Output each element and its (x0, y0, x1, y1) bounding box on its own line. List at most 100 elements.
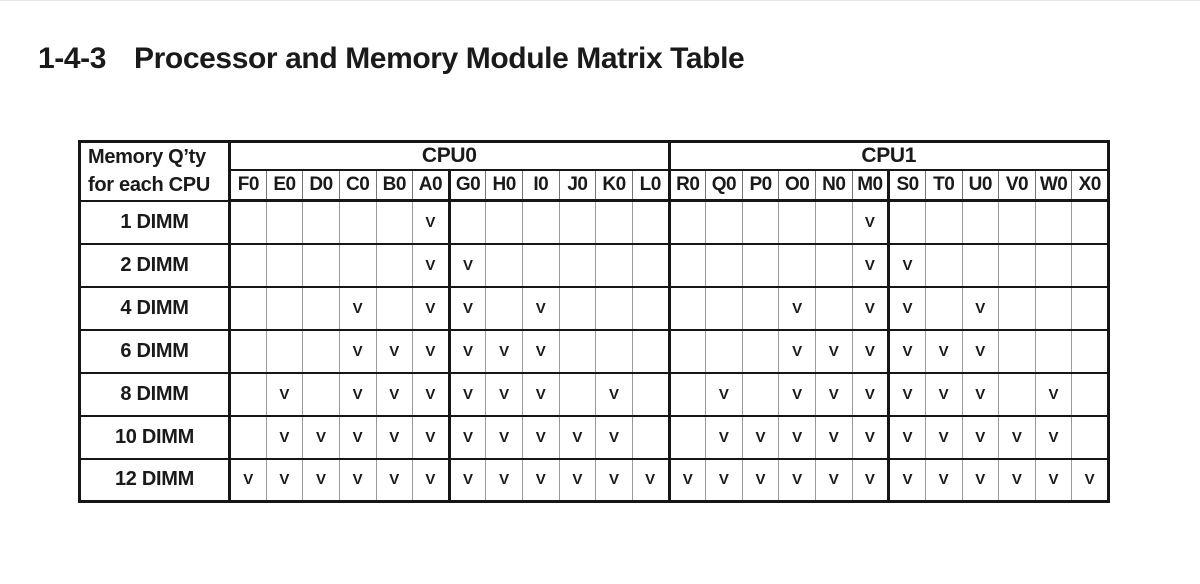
matrix-cell-4-dimm-J0 (558, 285, 597, 331)
matrix-cell-2-dimm-J0 (558, 242, 597, 288)
matrix-cell-1-dimm-U0 (961, 199, 1000, 245)
matrix-cell-10-dimm-G0: V (448, 414, 487, 460)
matrix-cell-10-dimm-Q0: V (705, 414, 743, 460)
matrix-cell-6-dimm-J0 (558, 328, 597, 374)
matrix-cell-8-dimm-M0: V (851, 371, 891, 417)
matrix-cell-4-dimm-Q0 (705, 285, 743, 331)
slot-header-E0: E0 (265, 169, 304, 202)
cpu-group-header-cpu1: CPU1 (669, 141, 1109, 171)
row-label-2-dimm: 2 DIMM (79, 242, 231, 288)
matrix-cell-4-dimm-P0 (741, 285, 780, 331)
matrix-cell-8-dimm-V0 (998, 371, 1036, 417)
matrix-cell-4-dimm-B0 (375, 285, 414, 331)
matrix-cell-6-dimm-R0 (668, 328, 707, 374)
slot-header-O0: O0 (778, 169, 816, 202)
matrix-cell-1-dimm-L0 (631, 199, 671, 245)
matrix-cell-10-dimm-I0: V (522, 414, 560, 460)
matrix-cell-2-dimm-U0 (961, 242, 1000, 288)
matrix-cell-1-dimm-V0 (998, 199, 1036, 245)
matrix-cell-2-dimm-V0 (998, 242, 1036, 288)
matrix-cell-2-dimm-C0 (338, 242, 377, 288)
matrix-cell-1-dimm-F0 (229, 199, 267, 245)
matrix-cell-6-dimm-B0: V (375, 328, 414, 374)
matrix-cell-1-dimm-W0 (1034, 199, 1073, 245)
matrix-cell-1-dimm-Q0 (705, 199, 743, 245)
matrix-cell-10-dimm-J0: V (558, 414, 597, 460)
matrix-cell-2-dimm-H0 (485, 242, 523, 288)
matrix-cell-6-dimm-A0: V (412, 328, 451, 374)
matrix-cell-12-dimm-M0: V (851, 457, 891, 503)
matrix-cell-4-dimm-T0 (924, 285, 963, 331)
row-label-6-dimm: 6 DIMM (79, 328, 231, 374)
matrix-cell-8-dimm-H0: V (485, 371, 523, 417)
matrix-cell-1-dimm-J0 (558, 199, 597, 245)
matrix-cell-6-dimm-I0: V (522, 328, 560, 374)
matrix-cell-4-dimm-V0 (998, 285, 1036, 331)
matrix-cell-10-dimm-C0: V (338, 414, 377, 460)
matrix-cell-1-dimm-P0 (741, 199, 780, 245)
matrix-cell-2-dimm-E0 (265, 242, 304, 288)
row-label-10-dimm: 10 DIMM (79, 414, 231, 460)
slot-header-H0: H0 (485, 169, 523, 202)
slot-header-G0: G0 (448, 169, 487, 202)
matrix-cell-2-dimm-W0 (1034, 242, 1073, 288)
matrix-cell-6-dimm-W0 (1034, 328, 1073, 374)
matrix-cell-1-dimm-C0 (338, 199, 377, 245)
matrix-cell-2-dimm-I0 (522, 242, 560, 288)
matrix-cell-8-dimm-S0: V (888, 371, 926, 417)
slot-header-R0: R0 (668, 169, 707, 202)
matrix-cell-10-dimm-N0: V (815, 414, 853, 460)
matrix-cell-6-dimm-H0: V (485, 328, 523, 374)
matrix-cell-8-dimm-E0: V (265, 371, 304, 417)
matrix-cell-10-dimm-W0: V (1034, 414, 1073, 460)
matrix-cell-2-dimm-T0 (924, 242, 963, 288)
slot-header-C0: C0 (338, 169, 377, 202)
matrix-cell-1-dimm-D0 (302, 199, 340, 245)
matrix-cell-10-dimm-T0: V (924, 414, 963, 460)
matrix-cell-4-dimm-G0: V (448, 285, 487, 331)
matrix-cell-6-dimm-D0 (302, 328, 340, 374)
slot-header-K0: K0 (595, 169, 633, 202)
matrix-cell-6-dimm-L0 (631, 328, 671, 374)
matrix-cell-2-dimm-G0: V (448, 242, 487, 288)
matrix-cell-10-dimm-X0 (1071, 414, 1109, 460)
matrix-cell-6-dimm-M0: V (851, 328, 891, 374)
matrix-cell-8-dimm-F0 (229, 371, 267, 417)
slot-header-J0: J0 (558, 169, 597, 202)
matrix-cell-8-dimm-N0: V (815, 371, 853, 417)
matrix-cell-8-dimm-C0: V (338, 371, 377, 417)
matrix-cell-4-dimm-O0: V (778, 285, 816, 331)
matrix-cell-10-dimm-S0: V (888, 414, 926, 460)
matrix-cell-2-dimm-Q0 (705, 242, 743, 288)
matrix-cell-1-dimm-H0 (485, 199, 523, 245)
matrix-cell-8-dimm-X0 (1071, 371, 1109, 417)
slot-header-Q0: Q0 (705, 169, 743, 202)
matrix-cell-6-dimm-G0: V (448, 328, 487, 374)
matrix-cell-4-dimm-K0 (595, 285, 633, 331)
matrix-cell-12-dimm-E0: V (265, 457, 304, 503)
matrix-cell-1-dimm-E0 (265, 199, 304, 245)
matrix-cell-8-dimm-U0: V (961, 371, 1000, 417)
slot-header-W0: W0 (1034, 169, 1073, 202)
matrix-cell-4-dimm-D0 (302, 285, 340, 331)
matrix-cell-4-dimm-S0: V (888, 285, 926, 331)
matrix-cell-10-dimm-O0: V (778, 414, 816, 460)
matrix-cell-12-dimm-P0: V (741, 457, 780, 503)
slot-header-B0: B0 (375, 169, 414, 202)
matrix-cell-1-dimm-M0: V (851, 199, 891, 245)
matrix-cell-10-dimm-P0: V (741, 414, 780, 460)
matrix-cell-12-dimm-B0: V (375, 457, 414, 503)
matrix-cell-6-dimm-S0: V (888, 328, 926, 374)
slot-header-T0: T0 (924, 169, 963, 202)
row-label-4-dimm: 4 DIMM (79, 285, 231, 331)
section-title-text: Processor and Memory Module Matrix Table (134, 42, 745, 75)
matrix-cell-12-dimm-H0: V (485, 457, 523, 503)
matrix-cell-10-dimm-F0 (229, 414, 267, 460)
